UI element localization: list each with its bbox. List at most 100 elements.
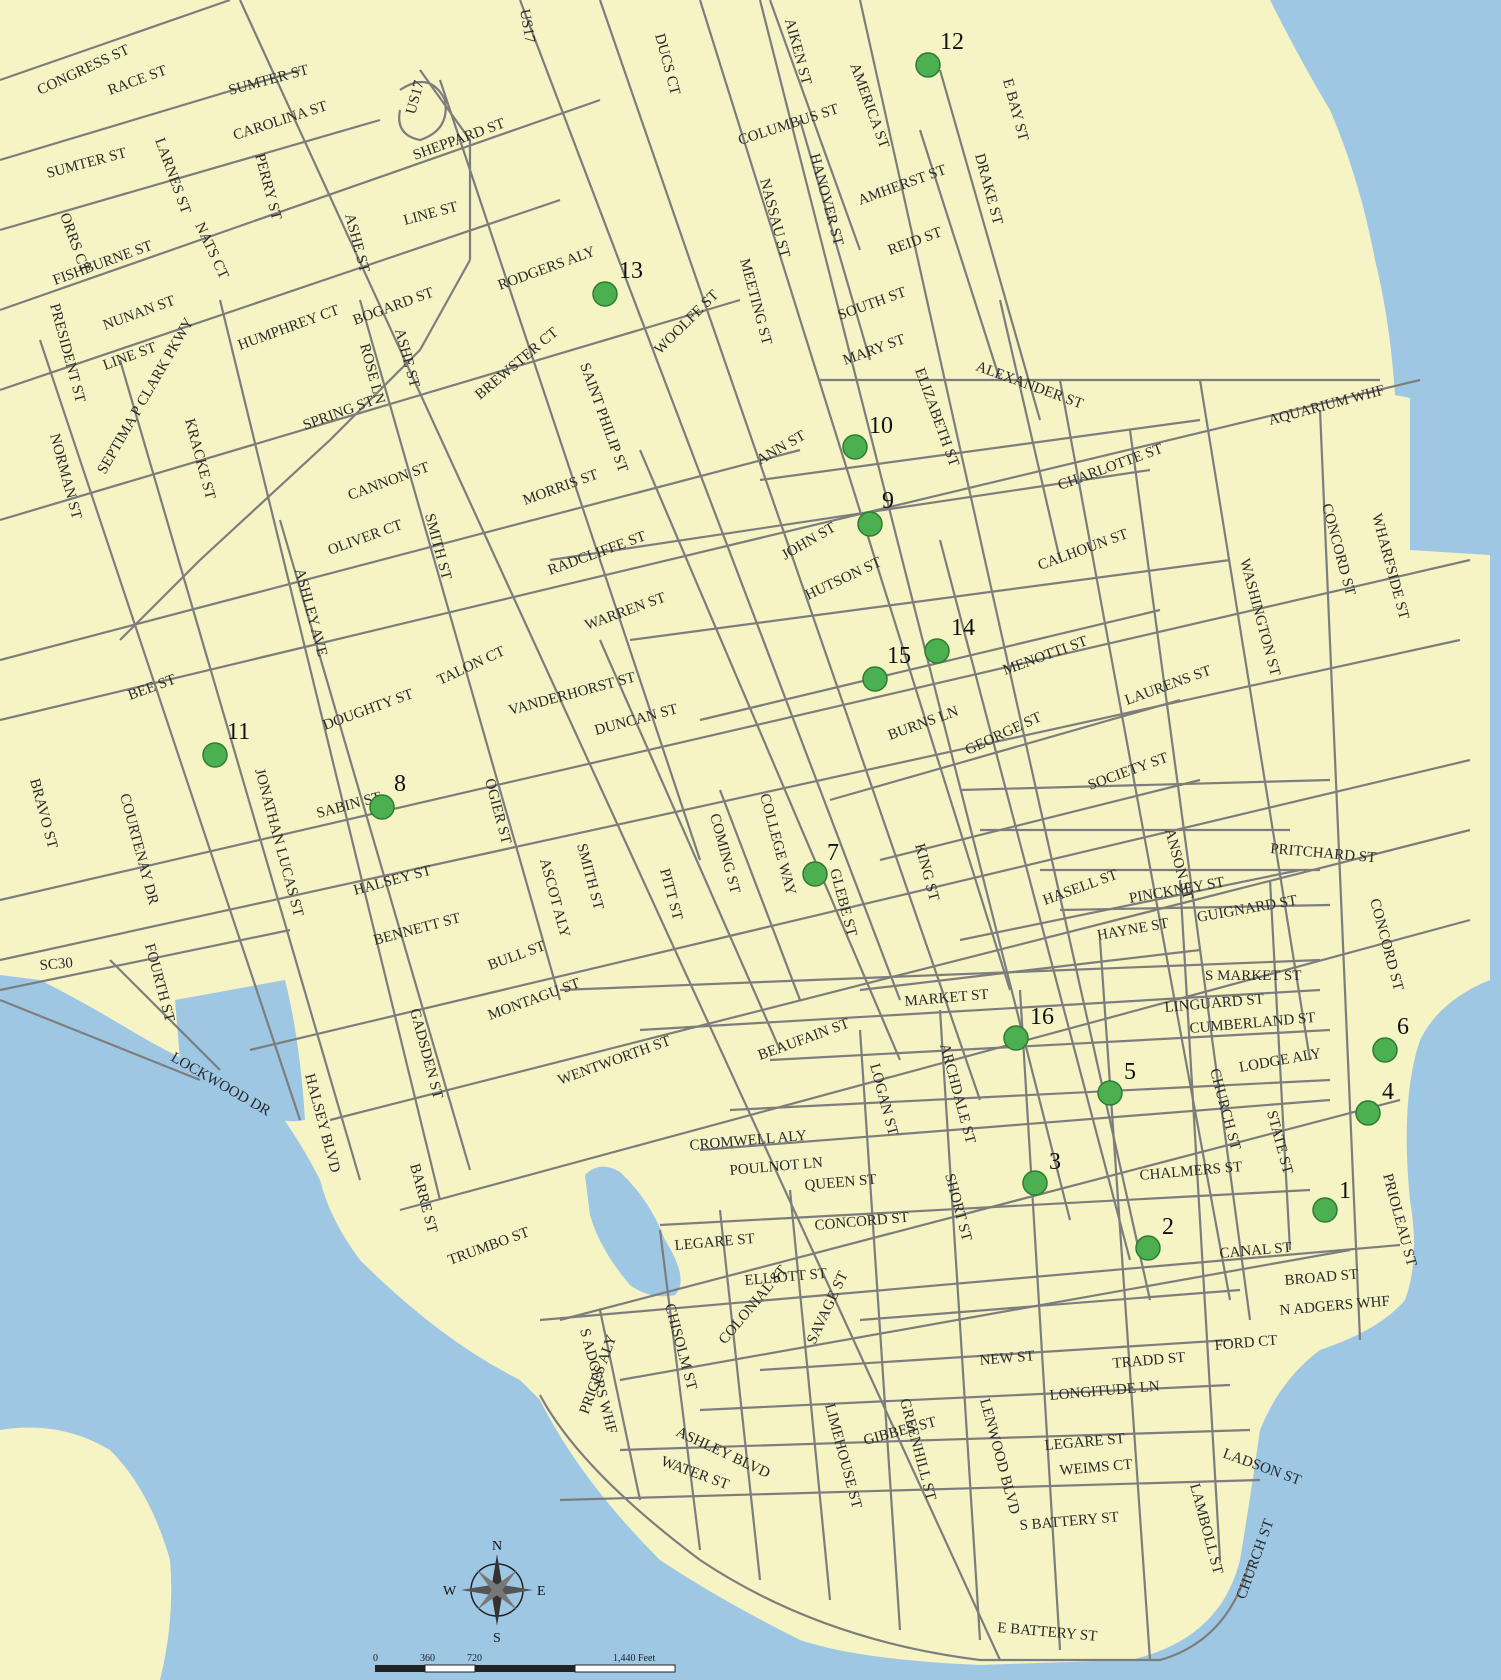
scale-label-720: 720 — [467, 1653, 482, 1664]
road-segment — [1318, 409, 1362, 1341]
compass-south: S — [493, 1631, 501, 1646]
road-segment — [1059, 903, 1331, 912]
site-marker[interactable] — [1135, 1235, 1161, 1261]
site-marker[interactable] — [1003, 1025, 1029, 1051]
scale-seg-2 — [424, 1664, 476, 1673]
road-segment — [788, 1189, 832, 1601]
site-marker[interactable] — [802, 861, 828, 887]
road-segment — [218, 299, 442, 1201]
site-marker[interactable] — [1355, 1100, 1381, 1126]
site-marker-label: 3 — [1049, 1149, 1061, 1175]
site-marker[interactable] — [369, 794, 395, 820]
road-segment — [119, 559, 201, 641]
road-segment — [658, 1229, 702, 1551]
road-segment — [0, 558, 1471, 902]
road-segment — [659, 1188, 1311, 1227]
road-segment — [769, 1028, 1331, 1062]
road-segment — [238, 0, 1002, 1661]
road-segment — [0, 0, 231, 82]
site-marker-label: 14 — [951, 615, 975, 641]
road-segment — [0, 638, 1461, 962]
site-marker[interactable] — [202, 742, 228, 768]
road-segment — [278, 519, 472, 1171]
road-segment — [959, 778, 1331, 792]
site-marker-label: 15 — [887, 643, 911, 669]
road-segment — [879, 778, 1201, 862]
road-segment — [619, 1248, 1351, 1382]
road-segment — [718, 1209, 762, 1581]
pond — [585, 1166, 681, 1297]
site-marker-label: 7 — [827, 840, 839, 866]
road-segment — [539, 1243, 1401, 1322]
road-segment — [639, 988, 1321, 1032]
site-marker-label: 6 — [1397, 1014, 1409, 1040]
island — [0, 1427, 172, 1680]
site-marker-label: 11 — [227, 719, 250, 745]
site-marker-label: 4 — [1382, 1079, 1394, 1105]
road-segment — [938, 539, 1132, 1261]
site-marker[interactable] — [924, 638, 950, 664]
site-marker-label: 2 — [1162, 1214, 1174, 1240]
road-segment — [559, 958, 1321, 992]
road-segment — [768, 0, 862, 251]
road-segment — [859, 948, 1201, 992]
road-segment — [0, 928, 291, 992]
road-segment — [1018, 989, 1062, 1651]
road-segment — [419, 259, 471, 351]
street-label: WEIMS CT — [1059, 1457, 1133, 1479]
road-segment — [38, 339, 302, 1121]
road-segment — [698, 0, 1012, 991]
street-label: MARKET ST — [904, 987, 989, 1010]
road-segment — [858, 0, 1152, 1301]
road-segment — [199, 439, 331, 561]
site-marker[interactable] — [1022, 1170, 1048, 1196]
site-marker-label: 1 — [1339, 1178, 1351, 1204]
site-marker[interactable] — [915, 52, 941, 78]
road-segment — [118, 359, 362, 1181]
road-curve — [398, 80, 447, 142]
road-segment — [0, 198, 561, 392]
site-marker[interactable] — [862, 666, 888, 692]
street-label: FORD CT — [1214, 1333, 1278, 1354]
road-segment — [0, 378, 1421, 722]
road-segment — [938, 1009, 982, 1641]
scale-seg-4 — [574, 1664, 676, 1673]
compass-arrow-diag-2 — [477, 1570, 517, 1610]
lockwood-pond — [175, 980, 305, 1122]
road-segment — [109, 959, 221, 1071]
street-label: QUEEN ST — [804, 1172, 877, 1194]
road-segment — [1178, 879, 1222, 1561]
scale-seg-3 — [475, 1665, 575, 1672]
road-segment — [758, 0, 1072, 1221]
site-marker[interactable] — [857, 511, 883, 537]
road-segment — [0, 118, 381, 232]
road-segment — [859, 1288, 1241, 1322]
street-label: LEGARE ST — [1044, 1431, 1126, 1454]
site-marker[interactable] — [842, 434, 868, 460]
site-marker[interactable] — [1372, 1037, 1398, 1063]
road-segment — [549, 468, 1151, 562]
road-segment — [638, 449, 902, 1061]
road-segment — [329, 828, 1471, 1122]
street-label: SC30 — [39, 955, 74, 974]
site-marker[interactable] — [1312, 1197, 1338, 1223]
road-segment — [1198, 379, 1312, 1061]
site-marker[interactable] — [592, 281, 618, 307]
site-marker[interactable] — [1097, 1080, 1123, 1106]
road-segment — [0, 98, 601, 312]
road-segment — [829, 698, 1181, 802]
road-segment — [399, 918, 1471, 1212]
road-segment — [598, 0, 982, 1101]
street-label: S MARKET ST — [1205, 968, 1301, 984]
road-segment — [559, 1098, 1401, 1322]
site-marker-label: 16 — [1030, 1004, 1054, 1030]
road-segment — [759, 1338, 1231, 1372]
road-segment — [1098, 939, 1152, 1661]
street-label: NEW ST — [979, 1348, 1035, 1369]
street-label: BROAD ST — [1284, 1267, 1359, 1289]
scale-label-1440: 1,440 Feet — [613, 1653, 655, 1664]
street-label: CANAL ST — [1219, 1240, 1292, 1262]
